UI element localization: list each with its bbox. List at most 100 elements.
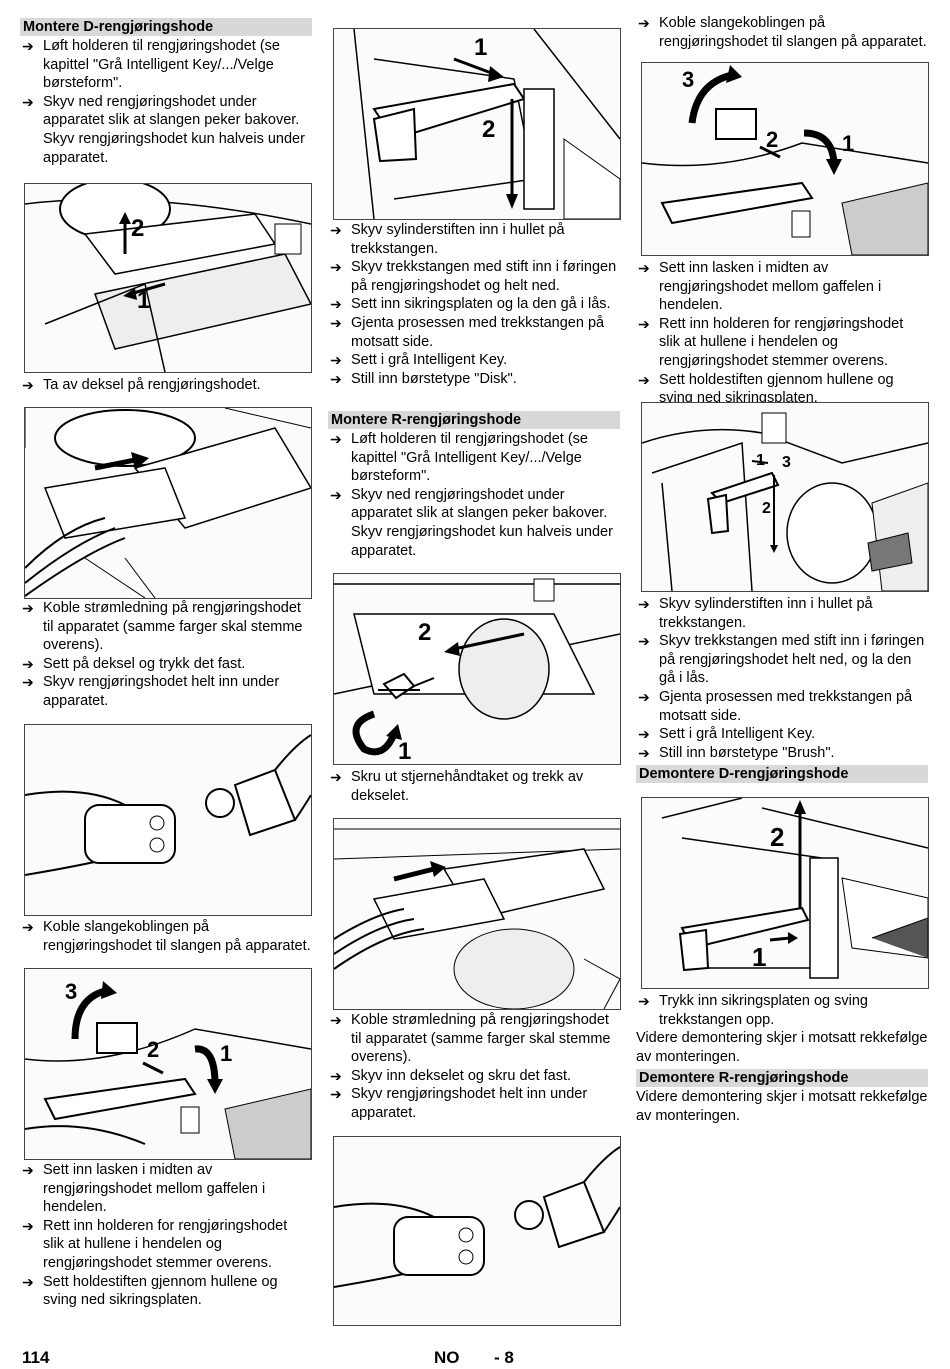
step-text: Sett på deksel og trykk det fast. xyxy=(43,655,246,672)
step-list: ➔ Skyv sylinderstiften inn i hullet på tr… xyxy=(328,221,620,388)
step-text: Koble strømledning på rengjøringshodet t… xyxy=(43,600,303,654)
arrow-right-icon: ➔ xyxy=(330,1067,342,1084)
step-item: ➔Skyv trekkstangen med stift inn i førin… xyxy=(636,632,928,688)
step-text: Sett holdestiften gjennom hullene og svi… xyxy=(43,1273,278,1309)
step-item: ➔Gjenta prosessen med trekkstangen på mo… xyxy=(636,688,928,725)
step-item: ➔Ta av deksel på rengjøringshodet. xyxy=(20,376,312,395)
figure-insert-lug: 3 2 1 xyxy=(24,968,312,1160)
step-text: Sett holdestiften gjennom hullene og svi… xyxy=(659,371,894,407)
step-text: Skyv trekkstangen med stift inn i føring… xyxy=(659,633,925,687)
step-item: ➔Løft holderen til rengjøringshodet (se … xyxy=(328,430,620,486)
section-heading-dismount-r: Demontere R-rengjøringshode xyxy=(636,1069,928,1088)
step-item: ➔ Gjenta prosessen med trekkstangen på mo… xyxy=(328,314,620,351)
step-text: Still inn børstetype "Disk". xyxy=(351,370,517,387)
step-item: ➔ Still inn børstetype "Brush". xyxy=(636,744,928,763)
dismount-note: Videre demontering skjer i motsatt rekke… xyxy=(636,1089,928,1124)
step-text: Løft holderen til rengjøringshodet (se k… xyxy=(43,38,280,92)
figure-hose-coupling xyxy=(24,724,312,916)
arrow-right-icon: ➔ xyxy=(638,596,650,612)
step-block: ➔Ta av deksel på rengjøringshodet. xyxy=(20,376,312,395)
callout-label: 1 xyxy=(137,287,150,314)
arrow-right-icon: ➔ xyxy=(22,1162,34,1178)
step-list: ➔Koble slangekoblingen på rengjøringshod… xyxy=(636,14,928,51)
step-text: Skyv sylinderstiften inn i hullet på tre… xyxy=(659,596,873,631)
step-item: ➔Sett inn sikringsplaten og la den gå i … xyxy=(328,295,620,314)
arrow-right-icon: ➔ xyxy=(22,674,34,691)
step-text: Sett i grå Intelligent Key. xyxy=(659,726,816,743)
arrow-right-icon: ➔ xyxy=(22,38,34,54)
figure-cylinder-pin-r: 1 3 2 xyxy=(641,402,929,592)
arrow-right-icon: ➔ xyxy=(638,260,650,276)
step-text: Trykk inn sikringsplaten og sving trekks… xyxy=(659,993,868,1028)
step-text: Skyv trekkstangen med stift inn i føring… xyxy=(351,259,617,294)
step-block: ➔ Skyv sylinderstiften inn i hullet på tr… xyxy=(636,595,928,784)
step-text: Gjenta prosessen med trekkstangen på mot… xyxy=(659,688,913,724)
arrow-right-icon: ➔ xyxy=(638,15,650,31)
step-text: Skyv sylinderstiften inn i hullet på tre… xyxy=(351,222,565,257)
arrow-right-icon: ➔ xyxy=(22,93,34,110)
page-number: 114 xyxy=(22,1348,50,1367)
step-text: Skyv ned rengjøringshodet under apparate… xyxy=(43,93,305,166)
arrow-right-icon: ➔ xyxy=(22,1273,34,1290)
callout-label: 2 xyxy=(482,116,495,143)
figure-star-handle: 1 2 xyxy=(333,573,621,765)
arrow-right-icon: ➔ xyxy=(638,371,650,388)
section-heading-mount-r: Montere R-rengjøringshode xyxy=(328,411,620,429)
step-text: Skyv inn dekselet og skru det fast. xyxy=(351,1067,572,1084)
callout-label: 3 xyxy=(782,454,791,471)
arrow-right-icon: ➔ xyxy=(330,1012,342,1028)
step-block: ➔Sett inn lasken i midten av rengjørings… xyxy=(636,259,928,408)
step-item: ➔ Sett i grå Intelligent Key. xyxy=(636,725,928,744)
step-text: Løft holderen til rengjøringshodet (se k… xyxy=(351,431,588,485)
step-list: ➔ Løft holderen til rengjøringshodet (se … xyxy=(20,37,312,167)
step-item: ➔ Skyv ned rengjøringshodet under apparat… xyxy=(20,93,312,167)
arrow-right-icon: ➔ xyxy=(22,655,34,672)
callout-label: 2 xyxy=(766,127,778,152)
step-text: Still inn børstetype "Brush". xyxy=(659,744,835,761)
step-text: Skyv ned rengjøringshodet under apparate… xyxy=(351,486,613,559)
step-text: Sett inn lasken i midten av rengjøringsh… xyxy=(43,1162,266,1216)
callout-label: 1 xyxy=(220,1041,232,1066)
dismount-note: Videre demontering skjer i motsatt rekke… xyxy=(636,1030,928,1065)
arrow-right-icon: ➔ xyxy=(638,726,650,743)
arrow-right-icon: ➔ xyxy=(330,352,342,369)
arrow-right-icon: ➔ xyxy=(638,993,650,1009)
figure-remove-cover: 2 1 xyxy=(24,183,312,373)
callout-label: 3 xyxy=(682,67,694,92)
step-item: ➔Sett inn lasken i midten av rengjørings… xyxy=(636,259,928,315)
step-list: ➔Koble strømledning på rengjøringshodet … xyxy=(328,1011,620,1123)
section-page: - 8 xyxy=(494,1348,514,1367)
step-item: ➔ Sett på deksel og trykk det fast. xyxy=(20,655,312,674)
callout-label: 1 xyxy=(842,131,854,156)
step-item: ➔Rett inn holderen for rengjøringshodet … xyxy=(20,1217,312,1273)
callout-label: 1 xyxy=(398,738,411,764)
language-code: NO xyxy=(434,1348,460,1367)
figure-insert-lug-r: 3 2 1 xyxy=(641,62,929,256)
step-list: ➔Ta av deksel på rengjøringshodet. xyxy=(20,376,312,395)
step-block: ➔Koble strømledning på rengjøringshodet … xyxy=(328,1011,620,1123)
arrow-right-icon: ➔ xyxy=(22,600,34,616)
step-text: Skyv rengjøringshodet helt inn under app… xyxy=(351,1086,588,1121)
callout-label: 2 xyxy=(131,215,144,242)
figure-cylinder-pin: 1 2 xyxy=(333,28,621,220)
section-heading-mount-d: Montere D-rengjøringshode xyxy=(20,18,312,36)
figure-hose-coupling-r xyxy=(333,1136,621,1326)
arrow-right-icon: ➔ xyxy=(330,1086,342,1103)
step-text: Gjenta prosessen med trekkstangen på mot… xyxy=(351,314,605,350)
step-block: ➔ Skyv sylinderstiften inn i hullet på tr… xyxy=(328,221,620,388)
arrow-right-icon: ➔ xyxy=(330,370,342,387)
arrow-right-icon: ➔ xyxy=(638,744,650,761)
step-item: ➔Skru ut stjernehåndtaket og trekk av de… xyxy=(328,768,620,805)
arrow-right-icon: ➔ xyxy=(330,314,342,331)
step-list: ➔Skru ut stjernehåndtaket og trekk av de… xyxy=(328,768,620,805)
step-item: ➔ Koble strømledning på rengjøringshodet … xyxy=(20,599,312,655)
step-item: ➔ Trykk inn sikringsplaten og sving trekk… xyxy=(636,992,928,1029)
step-item: ➔Skyv trekkstangen med stift inn i førin… xyxy=(328,258,620,295)
step-block: ➔ Koble strømledning på rengjøringshodet … xyxy=(20,599,312,711)
step-text: Sett i grå Intelligent Key. xyxy=(351,352,508,369)
step-item: ➔Koble strømledning på rengjøringshodet … xyxy=(328,1011,620,1067)
figure-connect-power xyxy=(24,407,312,599)
callout-label: 2 xyxy=(770,822,784,852)
step-item: ➔ Still inn børstetype "Disk". xyxy=(328,370,620,389)
arrow-right-icon: ➔ xyxy=(22,377,34,393)
